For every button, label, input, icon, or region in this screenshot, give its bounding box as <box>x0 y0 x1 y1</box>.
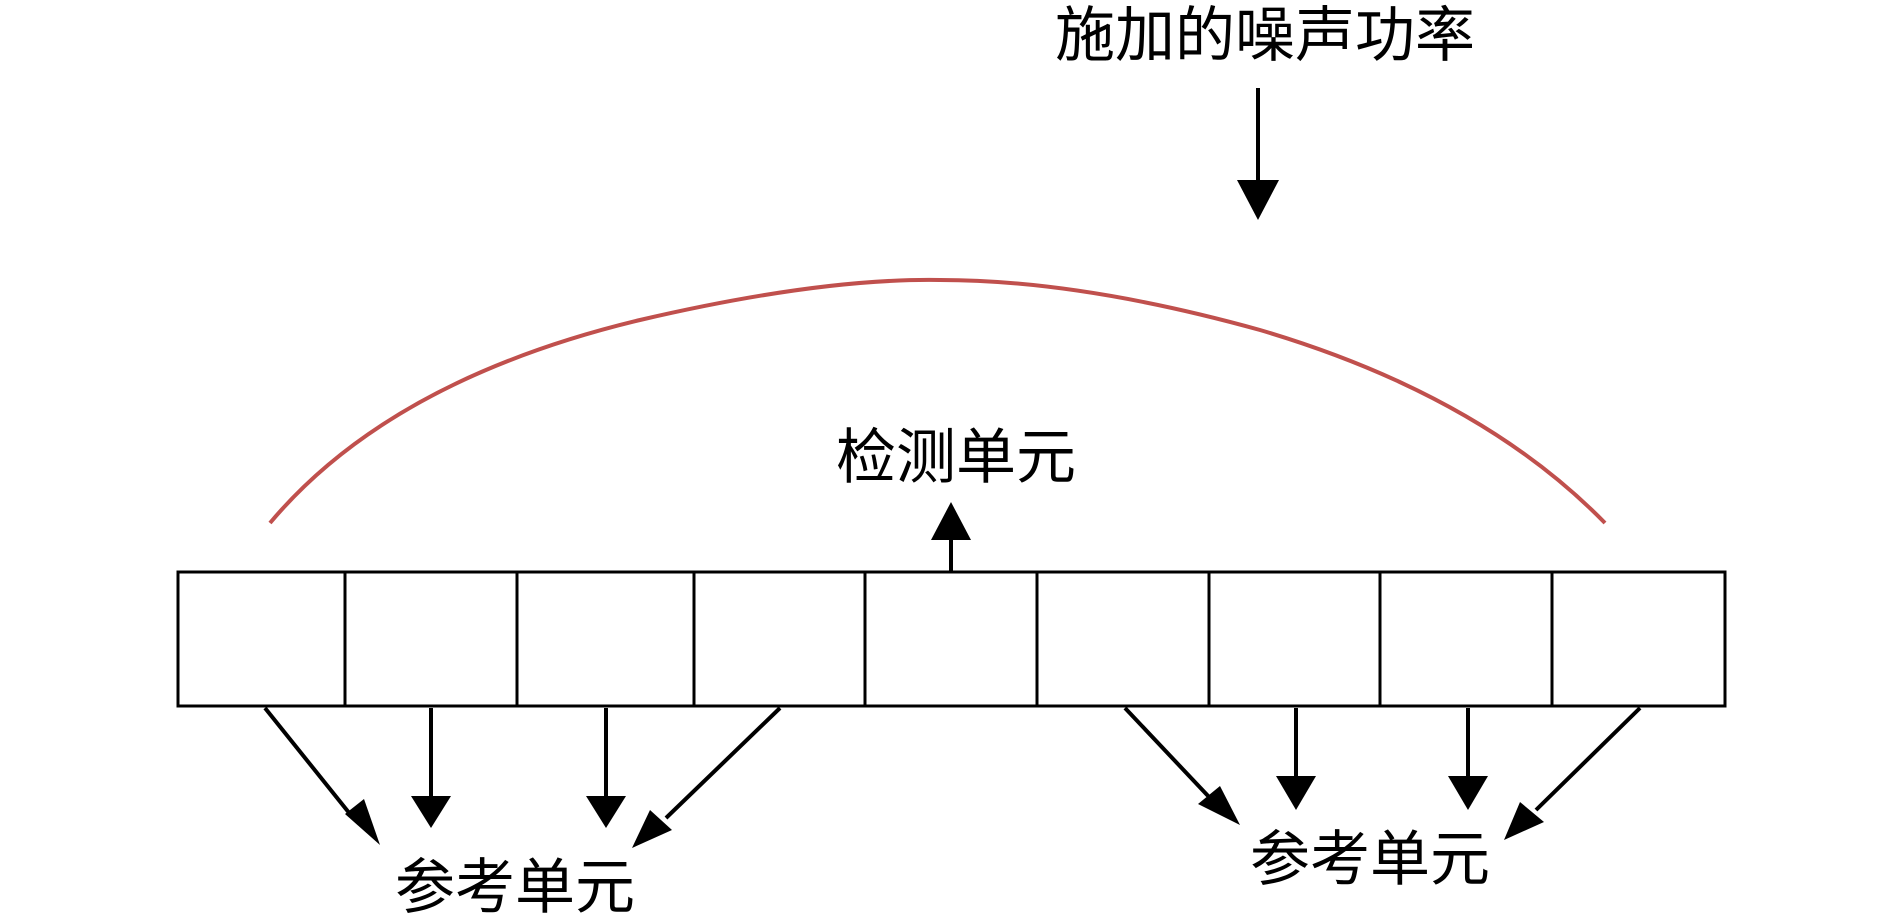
noise-window-arc <box>268 277 1607 525</box>
reference-arrow <box>664 706 782 820</box>
left-reference-arrows <box>263 706 782 848</box>
cell-row <box>176 570 1727 708</box>
reference-arrowhead <box>1198 786 1240 825</box>
noise-power-label: 施加的噪声功率 <box>1055 1 1475 71</box>
right-reference-arrows <box>1123 706 1642 840</box>
cell-row-outline <box>176 570 1727 708</box>
detection-cell-arrow <box>931 502 971 572</box>
reference-arrowhead <box>1504 802 1544 840</box>
noise-power-arrow <box>1237 88 1279 220</box>
reference-cells-label-left: 参考单元 <box>395 853 635 914</box>
reference-arrow <box>1123 706 1212 800</box>
reference-cells-label-right: 参考单元 <box>1250 825 1490 895</box>
reference-arrowhead <box>1276 776 1316 810</box>
reference-arrow <box>263 706 352 816</box>
reference-arrowhead <box>632 810 672 848</box>
reference-arrowhead <box>1448 776 1488 810</box>
reference-arrow <box>1534 706 1642 812</box>
reference-arrowhead <box>411 796 451 828</box>
reference-arrowhead <box>345 799 380 845</box>
detection-cell-label: 检测单元 <box>836 423 1076 493</box>
reference-arrowhead <box>586 796 626 828</box>
